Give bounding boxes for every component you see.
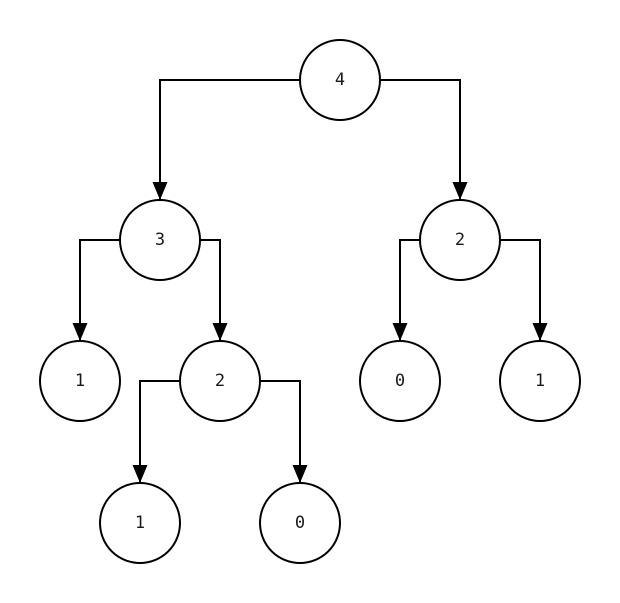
tree-edge-root-L bbox=[152, 79, 300, 200]
tree-node-label: 0 bbox=[395, 371, 405, 391]
tree-node-L: 3 bbox=[119, 199, 201, 281]
tree-edge-R-RR bbox=[500, 239, 548, 341]
tree-node-LR: 2 bbox=[179, 340, 261, 422]
tree-node-LRL: 1 bbox=[99, 482, 181, 564]
tree-node-label: 2 bbox=[455, 230, 465, 250]
tree-edge-LR-LRL bbox=[132, 380, 180, 483]
tree-node-label: 3 bbox=[155, 230, 165, 250]
tree-node-LRR: 0 bbox=[259, 482, 341, 564]
tree-node-label: 1 bbox=[135, 513, 145, 533]
tree-nodes: 4 3 2 1 2 0 1 1 0 bbox=[39, 39, 581, 564]
tree-edge-L-LL bbox=[72, 239, 120, 341]
tree-node-RL: 0 bbox=[359, 340, 441, 422]
tree-node-RR: 1 bbox=[499, 340, 581, 422]
tree-node-label: 2 bbox=[215, 371, 225, 391]
tree-node-circle bbox=[299, 39, 381, 121]
tree-node-label: 1 bbox=[75, 371, 85, 391]
tree-node-label: 4 bbox=[335, 70, 345, 90]
tree-node-R: 2 bbox=[419, 199, 501, 281]
tree-node-circle bbox=[419, 199, 501, 281]
tree-node-circle bbox=[359, 340, 441, 422]
tree-edge-R-RL bbox=[392, 239, 420, 341]
tree-edge-L-LR bbox=[200, 239, 228, 341]
tree-node-root: 4 bbox=[299, 39, 381, 121]
tree-node-circle bbox=[259, 482, 341, 564]
tree-edge-LR-LRR bbox=[260, 380, 308, 483]
tree-node-label: 0 bbox=[295, 513, 305, 533]
tree-node-circle bbox=[119, 199, 201, 281]
tree-node-label: 1 bbox=[535, 371, 545, 391]
tree-node-circle bbox=[499, 340, 581, 422]
tree-node-circle bbox=[39, 340, 121, 422]
tree-node-circle bbox=[99, 482, 181, 564]
tree-node-circle bbox=[179, 340, 261, 422]
tree-node-LL: 1 bbox=[39, 340, 121, 422]
tree-edges bbox=[72, 79, 548, 483]
tree-edge-root-R bbox=[380, 79, 468, 200]
